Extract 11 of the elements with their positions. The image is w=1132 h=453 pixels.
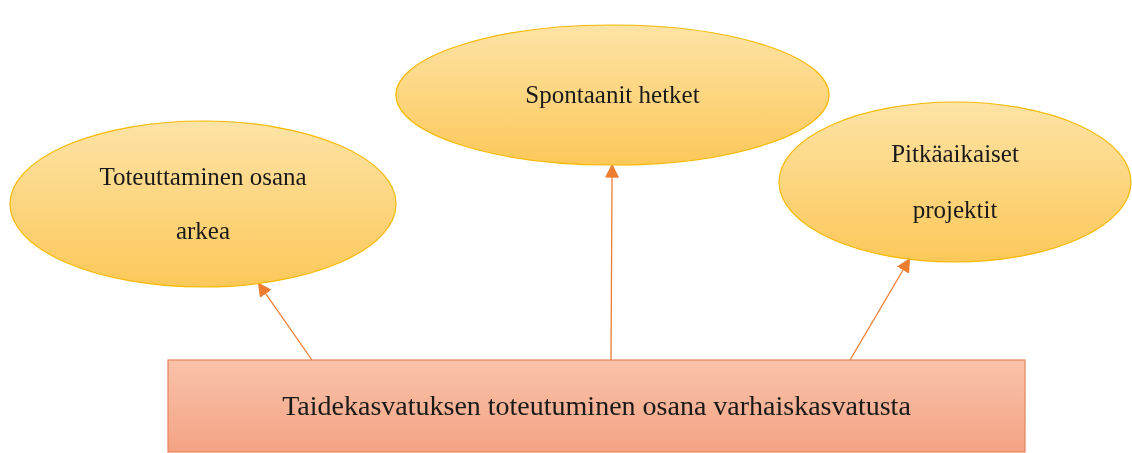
topic-ellipse bbox=[396, 25, 829, 165]
node-label: Spontaanit hetket bbox=[525, 80, 700, 110]
arrow bbox=[257, 282, 313, 361]
node-label: Pitkäaikaiset projektit bbox=[890, 139, 1020, 225]
arrow bbox=[605, 163, 620, 361]
arrow bbox=[849, 258, 911, 361]
topic-ellipse bbox=[10, 121, 396, 287]
main-topic-box bbox=[168, 360, 1025, 452]
node-label: Taidekasvatuksen toteutuminen osana varhaiskasvatusta bbox=[282, 389, 911, 423]
node-label: Toteuttaminen osana arkea bbox=[98, 162, 308, 246]
topic-ellipse bbox=[779, 102, 1131, 262]
